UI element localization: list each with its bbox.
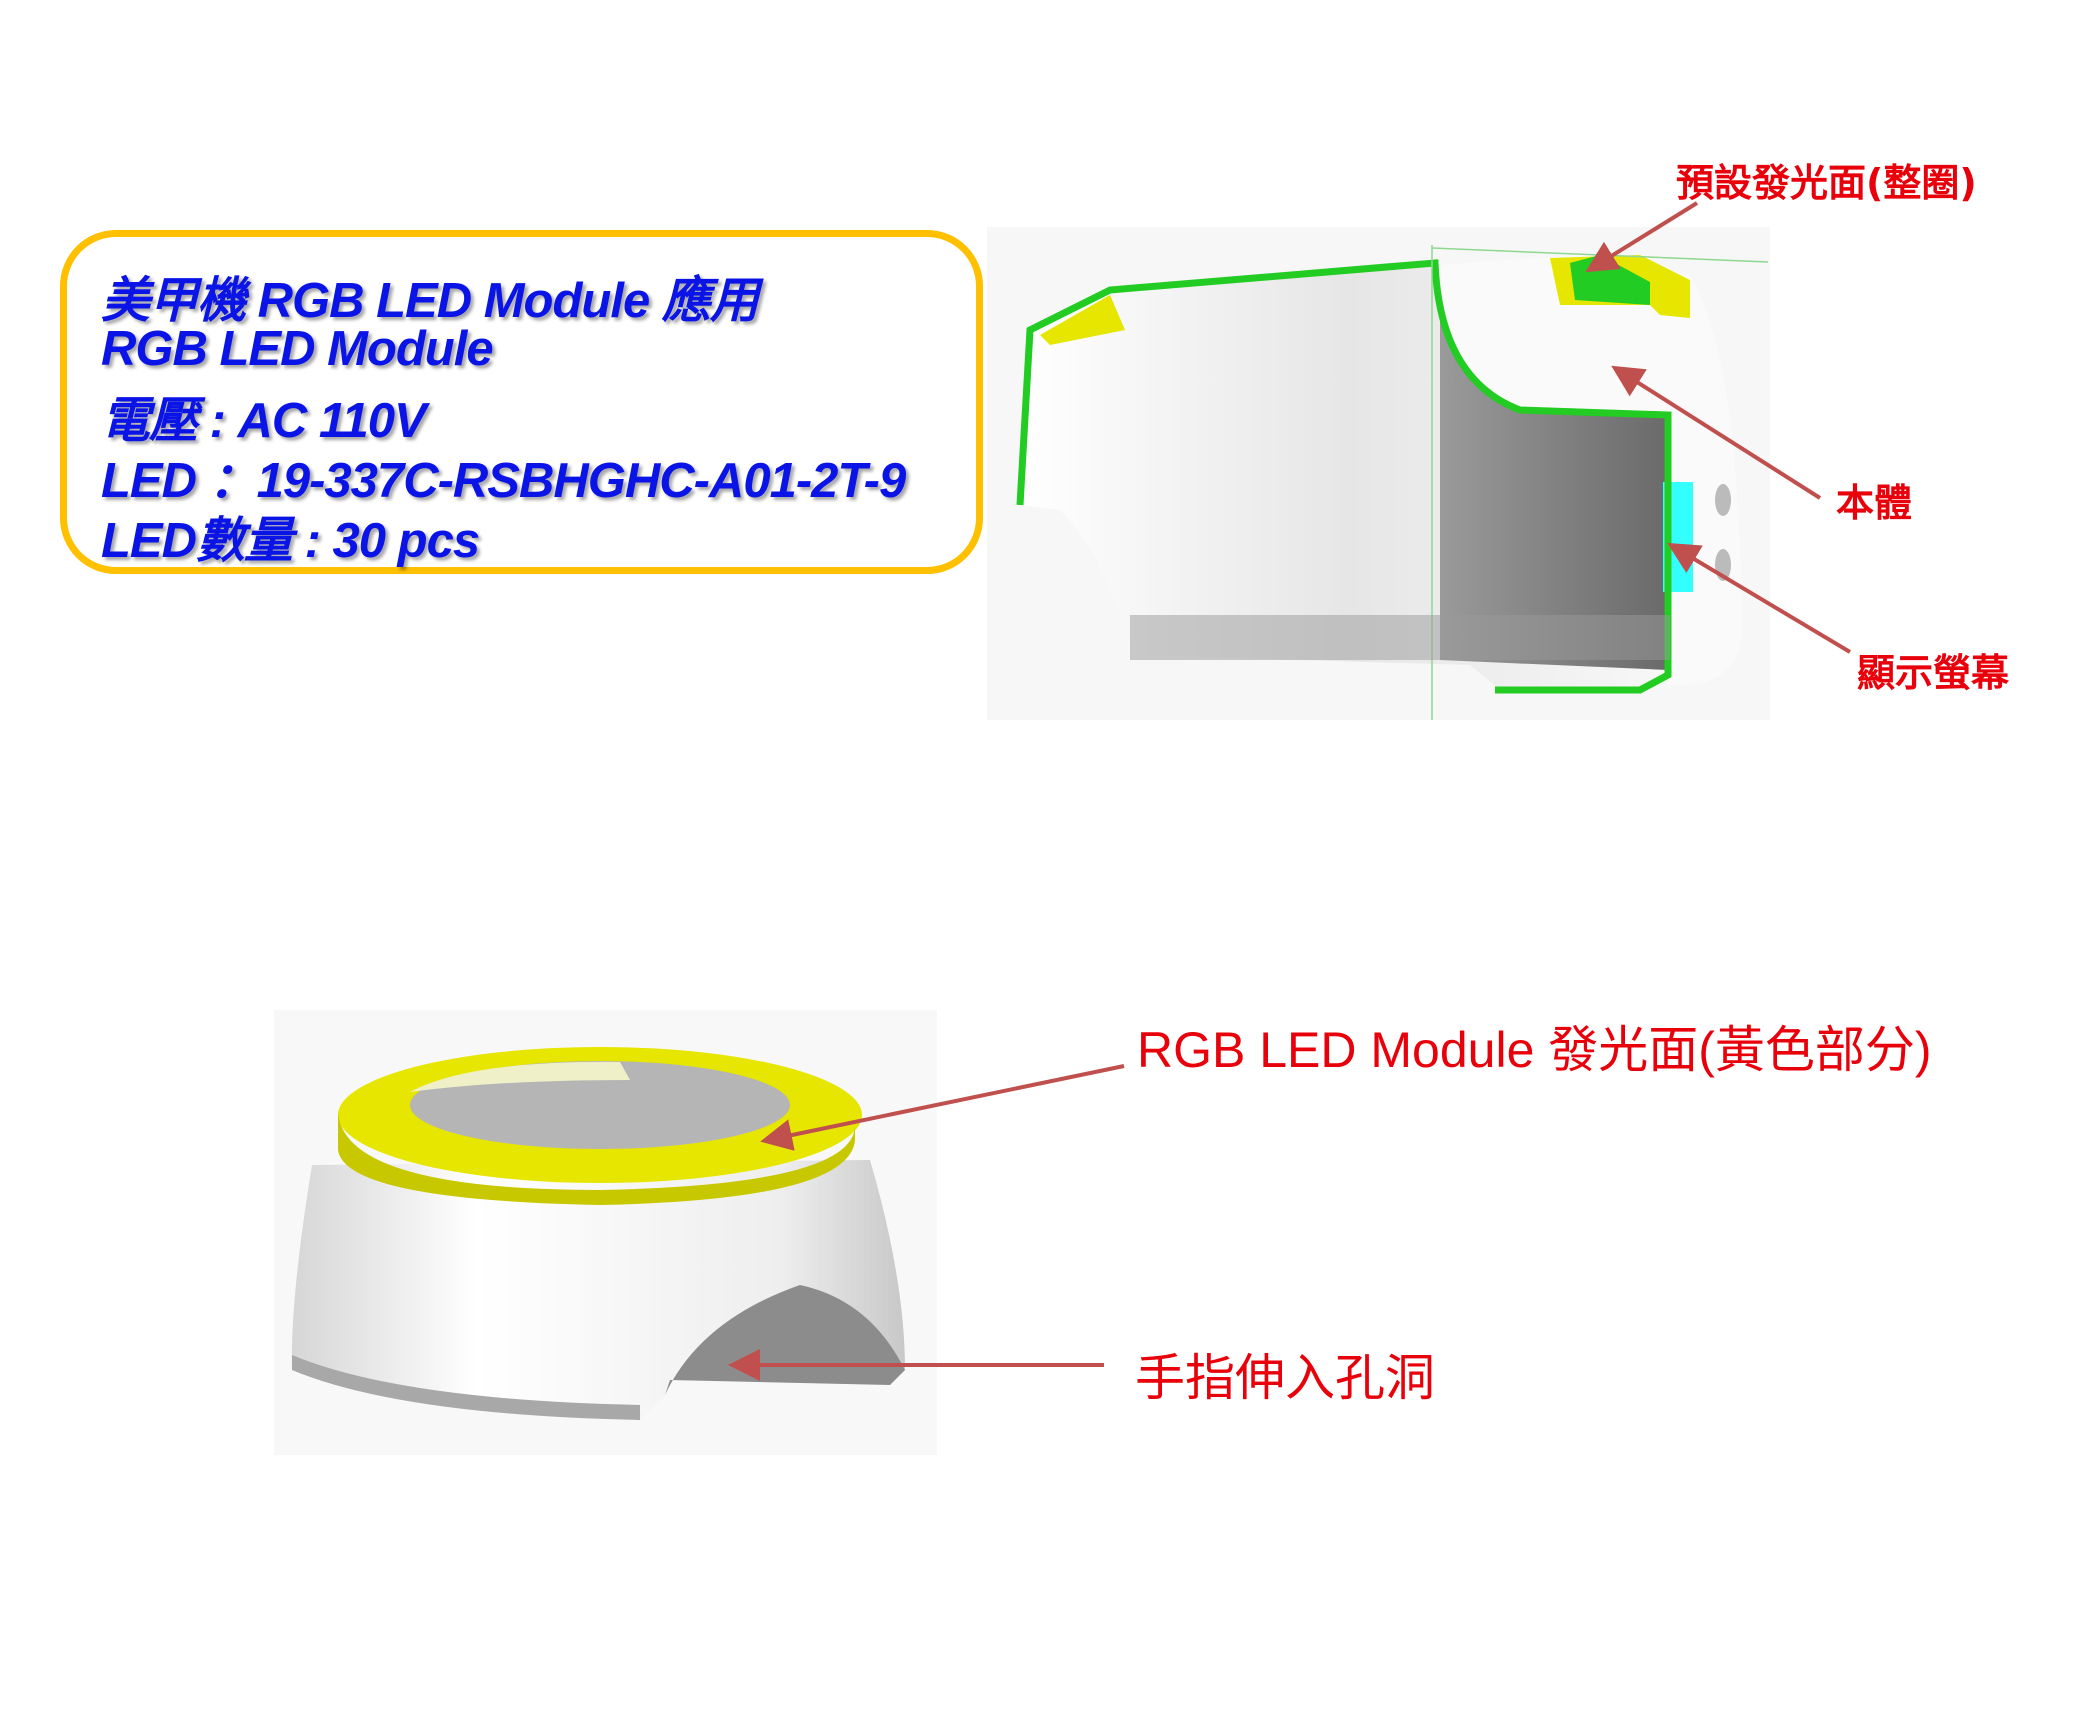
spec-module: RGB LED Module <box>101 322 494 376</box>
product-render-figure <box>274 1010 937 1455</box>
cross-section-figure <box>987 227 1770 720</box>
label-display-screen: 顯示螢幕 <box>1857 651 2010 695</box>
arrow-display <box>1667 542 1852 654</box>
spec-title: 美甲機 RGB LED Module 應用 <box>101 274 759 328</box>
label-finger-hole: 手指伸入孔洞 <box>1135 1350 1435 1406</box>
spec-box: 美甲機 RGB LED Module 應用 RGB LED Module 電壓 … <box>60 230 983 574</box>
label-body: 本體 <box>1836 481 1913 525</box>
arrow-led-surface <box>760 1064 1125 1151</box>
label-default-emitting-surface: 預設發光面(整圈) <box>1676 161 1977 205</box>
label-led-surface: RGB LED Module 發光面(黃色部分) <box>1137 1022 1932 1078</box>
arrow-body <box>1611 365 1822 500</box>
spec-led-count: LED數量 : 30 pcs <box>101 514 480 568</box>
spec-voltage: 電壓 : AC 110V <box>101 394 427 448</box>
spec-led-part: LED ：19-337C-RSBHGHC-A01-2T-9 <box>101 454 906 508</box>
arrow-emitting-surface <box>1585 201 1699 273</box>
